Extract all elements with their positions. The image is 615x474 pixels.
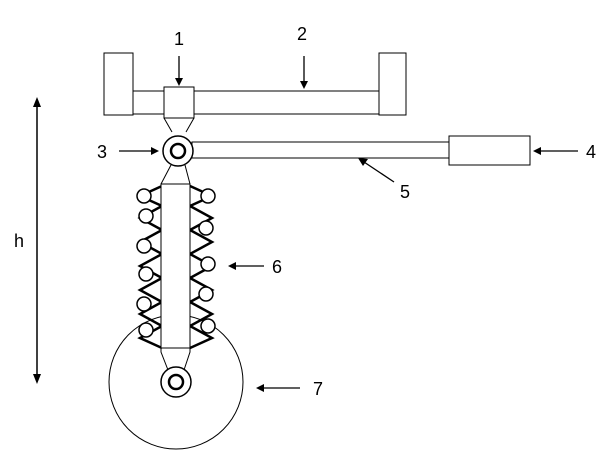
label-part6: 6 — [272, 257, 282, 277]
spring-coil-loops — [136, 188, 216, 338]
coil-loop-right-5 — [200, 318, 216, 334]
coil-loop-left-5 — [136, 296, 152, 312]
label-part5: 5 — [400, 182, 410, 202]
pivot-joint-inner — [169, 142, 187, 160]
arrow-part5 — [363, 161, 395, 183]
lever-arm — [191, 141, 450, 159]
lower-connector — [160, 164, 191, 185]
axle-end-block-right — [378, 52, 407, 116]
coil-loop-left-3 — [136, 238, 152, 254]
label-part3: 3 — [97, 142, 107, 162]
wheel-axle-inner — [167, 373, 185, 391]
coil-loop-left-6 — [138, 322, 154, 338]
height-dimension-arrow — [33, 97, 41, 384]
coil-loop-left-1 — [136, 188, 152, 204]
label-part7: 7 — [313, 379, 323, 399]
central-column — [160, 183, 191, 349]
label-part1: 1 — [174, 29, 184, 49]
label-part4: 4 — [586, 142, 596, 162]
counterweight-block — [448, 135, 531, 166]
coil-loop-left-4 — [138, 266, 154, 282]
spring-left-zigzag — [136, 184, 165, 350]
coil-loop-right-2 — [198, 220, 214, 236]
label-part2: 2 — [297, 24, 307, 44]
label-height: h — [14, 231, 24, 251]
upper-connector — [163, 117, 195, 133]
coil-loop-right-1 — [200, 188, 216, 204]
coil-loop-right-4 — [198, 286, 214, 302]
bottom-connector — [160, 348, 191, 371]
central-hub-block — [163, 86, 195, 119]
callout-arrows — [119, 56, 578, 392]
coil-loop-left-2 — [138, 208, 154, 224]
coil-loop-right-3 — [200, 256, 216, 272]
axle-end-block-left — [103, 52, 134, 116]
